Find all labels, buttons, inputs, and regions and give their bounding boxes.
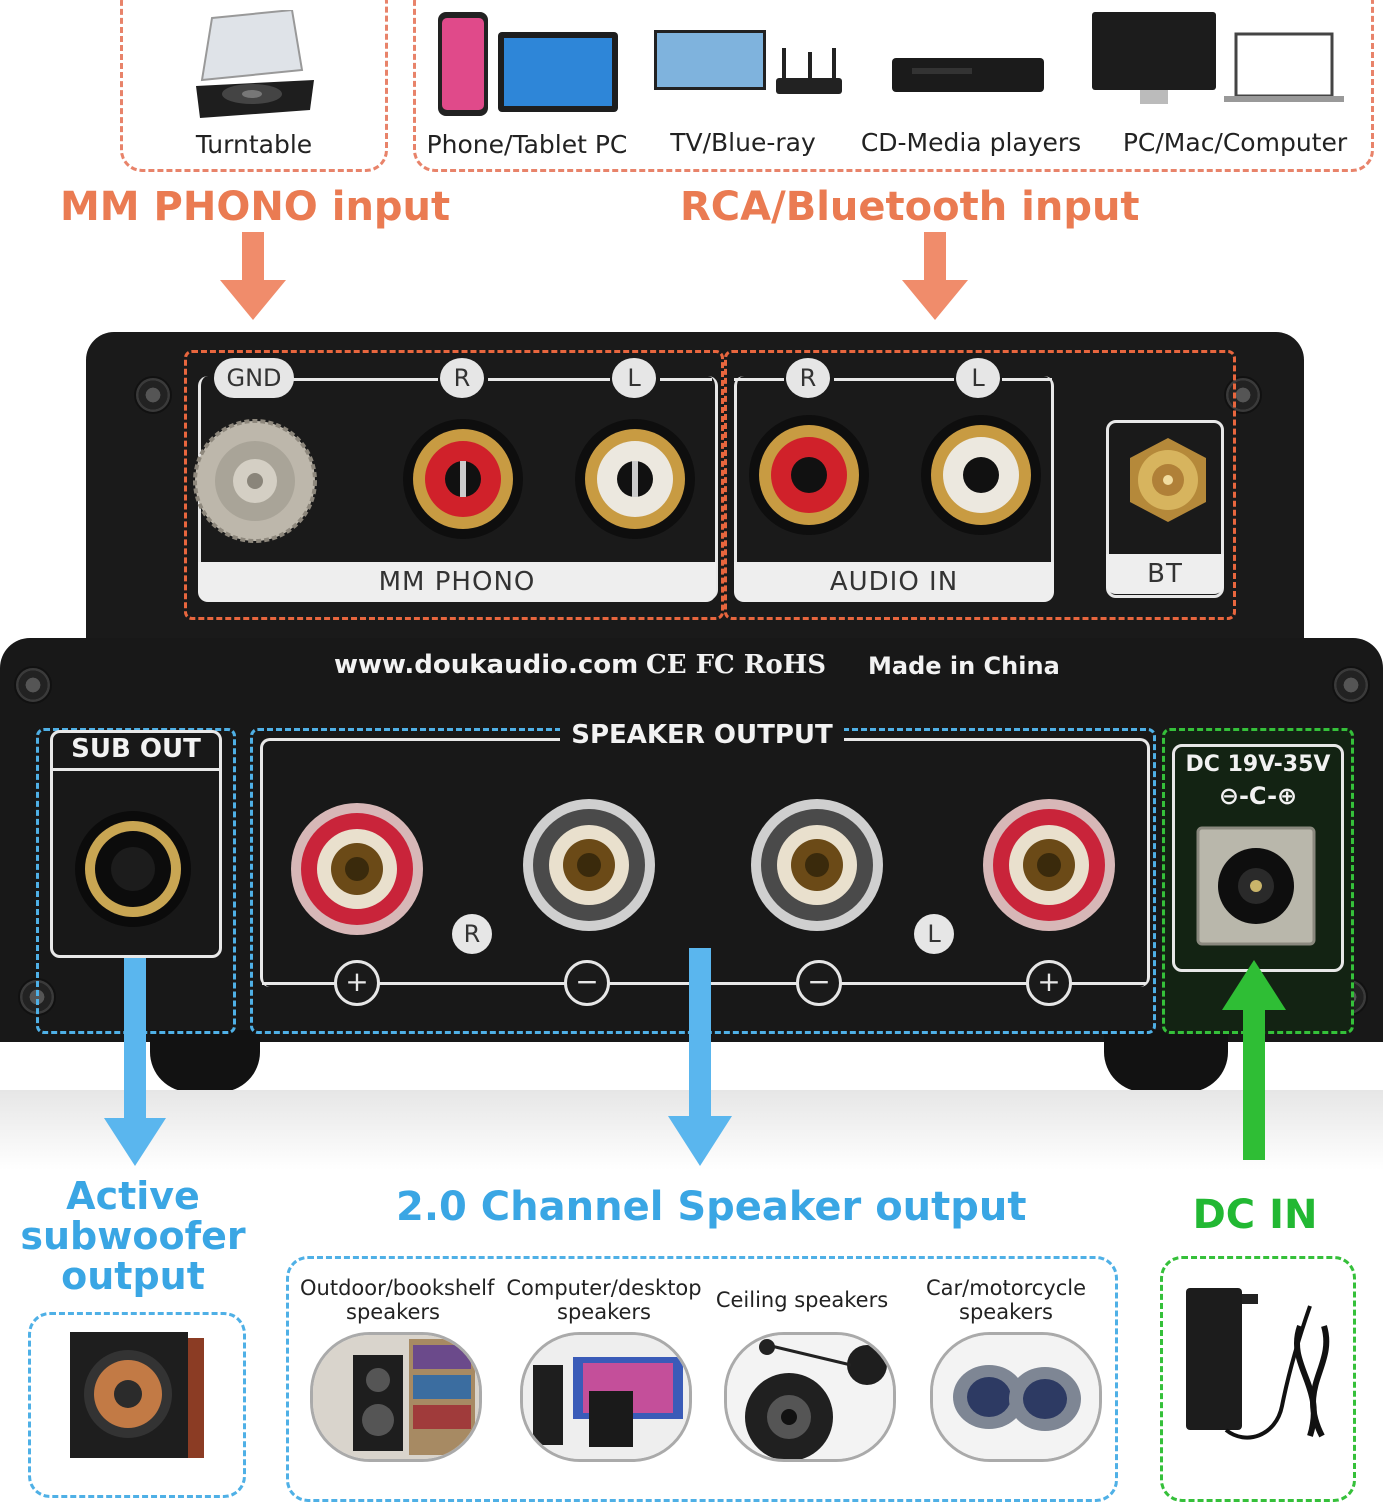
mm-input-heading: MM PHONO input	[60, 184, 451, 230]
bookshelf-speaker-photo	[310, 1332, 482, 1462]
r-label: R	[786, 358, 830, 398]
foot	[1104, 1030, 1228, 1092]
phono-l-jack[interactable]	[572, 416, 698, 542]
dc-spec-label: DC 19V-35V	[1185, 752, 1331, 777]
subwoofer-heading: Active subwoofer output	[20, 1174, 246, 1298]
arrow-down-icon	[668, 948, 732, 1166]
desktop-speaker-photo	[520, 1332, 692, 1462]
audio-in-frame	[734, 376, 1054, 600]
l-channel-label: L	[914, 914, 954, 954]
arrow-down-icon	[220, 232, 286, 320]
arrow-down-icon	[902, 232, 968, 320]
arrow-down-icon	[104, 958, 166, 1166]
gnd-label: GND	[214, 358, 294, 398]
gnd-terminal[interactable]	[192, 418, 318, 544]
audio-in-r-jack[interactable]	[746, 412, 872, 538]
speaker-binding-post-black[interactable]	[748, 796, 886, 934]
screw	[1332, 666, 1370, 704]
l-label: L	[612, 358, 656, 398]
mm-phono-highlight	[184, 350, 724, 620]
phono-r-jack[interactable]	[400, 416, 526, 542]
audio-in-l-jack[interactable]	[918, 412, 1044, 538]
cd-player-icon	[892, 54, 1044, 98]
polarity-symbol: ⊖-C-⊕	[1218, 782, 1298, 810]
sub-out-frame	[50, 730, 222, 958]
made-in-text: Made in China	[868, 652, 1060, 680]
certification-marks: CE FC RoHS	[646, 650, 827, 680]
speaker-output-label: SPEAKER OUTPUT	[560, 720, 844, 750]
bracket-line	[734, 378, 784, 381]
speaker-binding-post-black[interactable]	[520, 796, 658, 934]
sub-out-label: SUB OUT	[71, 734, 201, 764]
source-label: TV/Blue-ray	[670, 128, 816, 157]
turntable-icon	[192, 8, 318, 122]
minus-sign-icon: −	[564, 960, 610, 1006]
speaker-type-label: Car/motorcycle speakers	[925, 1276, 1087, 1324]
plus-sign-icon: +	[334, 960, 380, 1006]
screw	[14, 666, 52, 704]
source-label: PC/Mac/Computer	[1122, 128, 1348, 157]
r-channel-label: R	[452, 914, 492, 954]
speaker-heading: 2.0 Channel Speaker output	[396, 1184, 1027, 1230]
turntable-label: Turntable	[195, 130, 313, 159]
screw	[1224, 376, 1262, 414]
mm-source-box	[120, 0, 388, 172]
screw	[134, 376, 172, 414]
foot	[150, 1030, 260, 1092]
source-label: CD-Media players	[860, 128, 1082, 157]
speaker-binding-post-red[interactable]	[980, 796, 1118, 934]
bracket-line	[834, 378, 954, 381]
rca-source-box	[413, 0, 1374, 172]
mm-phono-label: MM PHONO	[198, 562, 716, 602]
tv-router-icon	[652, 28, 846, 100]
bt-antenna-connector[interactable]	[1124, 436, 1212, 524]
speaker-type-label: Computer/desktop speakers	[506, 1276, 702, 1324]
computer-icon	[1090, 10, 1346, 110]
source-label: Phone/Tablet PC	[426, 130, 628, 159]
speaker-type-label: Ceiling speakers	[715, 1288, 889, 1312]
bracket-line	[290, 378, 438, 381]
rca-bt-highlight	[724, 350, 1236, 620]
audio-in-label: AUDIO IN	[734, 562, 1054, 602]
subwoofer-icon	[70, 1332, 204, 1458]
r-label: R	[440, 358, 484, 398]
car-speaker-photo	[930, 1332, 1102, 1462]
ceiling-speaker-photo	[724, 1332, 896, 1462]
bracket-line	[660, 378, 712, 381]
divider	[50, 768, 222, 771]
speaker-binding-post-red[interactable]	[288, 800, 426, 938]
arrow-up-icon	[1222, 960, 1286, 1160]
sub-out-jack[interactable]	[72, 808, 194, 930]
bt-frame	[1106, 420, 1224, 598]
phone-tablet-icon	[436, 12, 620, 116]
bracket-line	[488, 378, 610, 381]
rca-input-heading: RCA/Bluetooth input	[680, 184, 1140, 230]
bt-label: BT	[1106, 554, 1224, 594]
dc-power-jack[interactable]	[1196, 826, 1316, 946]
plus-sign-icon: +	[1026, 960, 1072, 1006]
power-adapter-icon	[1186, 1286, 1336, 1448]
bracket-line	[1002, 378, 1052, 381]
minus-sign-icon: −	[796, 960, 842, 1006]
dc-in-heading: DC IN	[1192, 1192, 1318, 1238]
l-label: L	[956, 358, 1000, 398]
speaker-type-label: Outdoor/bookshelf speakers	[300, 1276, 495, 1324]
website-text: www.doukaudio.com	[334, 650, 639, 680]
